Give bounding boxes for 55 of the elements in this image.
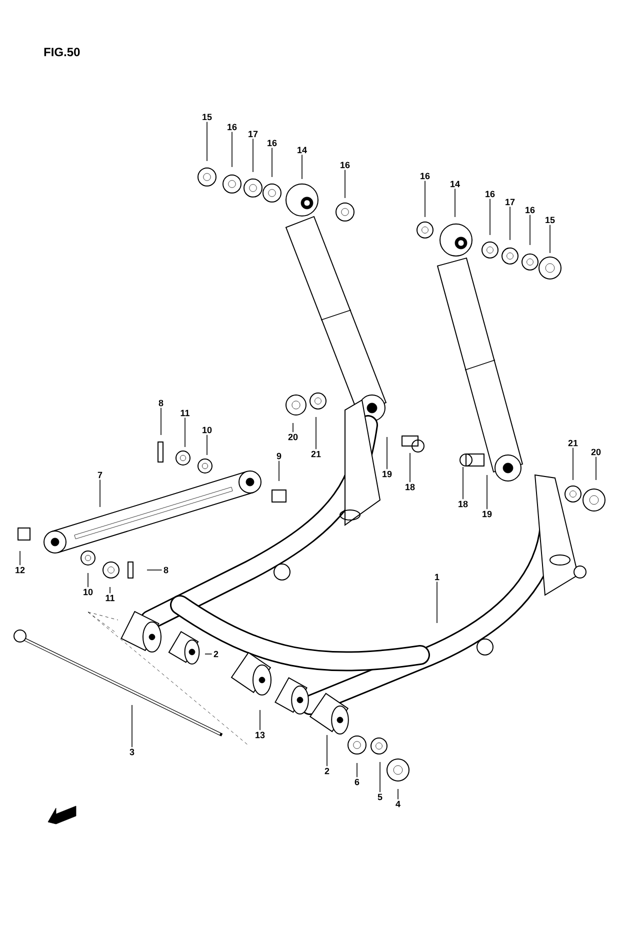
callout-number: 1 bbox=[435, 574, 440, 580]
leader-line bbox=[184, 417, 186, 448]
callout-number: 8 bbox=[164, 566, 168, 574]
leader-line bbox=[454, 188, 456, 218]
callout-number: 15 bbox=[202, 114, 212, 120]
callout-number: 12 bbox=[16, 566, 25, 574]
callout-number: 8 bbox=[158, 400, 164, 406]
callout-number: 20 bbox=[591, 448, 601, 456]
callout-number: 16 bbox=[486, 190, 495, 198]
callout-number: 17 bbox=[506, 198, 515, 206]
callout-number: 4 bbox=[396, 800, 400, 808]
callout-number: 10 bbox=[202, 426, 212, 434]
callout-number: 5 bbox=[378, 794, 382, 800]
leader-line bbox=[486, 474, 488, 510]
callout-number: 18 bbox=[458, 500, 468, 508]
callout-number: 21 bbox=[568, 440, 578, 446]
callout-number: 13 bbox=[256, 732, 265, 738]
callout-number: 21 bbox=[311, 450, 321, 458]
callout-number: 19 bbox=[382, 470, 392, 478]
leader-line bbox=[206, 121, 208, 162]
leader-line bbox=[424, 180, 426, 218]
callout-number: 16 bbox=[228, 124, 237, 130]
leader-line bbox=[252, 138, 254, 172]
leader-line bbox=[344, 170, 346, 198]
callout-number: 10 bbox=[84, 588, 93, 596]
leader-line bbox=[206, 434, 208, 456]
callout-number: 14 bbox=[298, 146, 307, 154]
callout-number: 16 bbox=[420, 172, 430, 180]
callout-number: 9 bbox=[276, 452, 282, 460]
callout-number: 16 bbox=[526, 206, 535, 214]
callout-number: 6 bbox=[354, 778, 360, 786]
callout-number: 11 bbox=[180, 410, 190, 416]
leader-line bbox=[278, 460, 280, 482]
leader-line bbox=[292, 422, 294, 433]
callout-number: 7 bbox=[98, 472, 102, 478]
callout-number: 3 bbox=[130, 748, 134, 756]
leader-line bbox=[160, 408, 162, 436]
callout-number: 11 bbox=[106, 594, 114, 602]
callout-number: 15 bbox=[546, 216, 555, 224]
callout-number: 17 bbox=[248, 130, 258, 138]
callout-number: 16 bbox=[268, 140, 277, 146]
leader-line bbox=[326, 734, 328, 767]
callout-number: 2 bbox=[324, 768, 330, 774]
leader-line bbox=[436, 581, 438, 624]
callout-number: 18 bbox=[406, 484, 415, 490]
callout-number: 2 bbox=[214, 650, 218, 658]
callout-number: 14 bbox=[450, 180, 460, 188]
leader-line bbox=[462, 466, 464, 500]
callout-number: 16 bbox=[340, 162, 350, 168]
callout-number: 20 bbox=[288, 434, 298, 440]
callout-number: 19 bbox=[482, 510, 492, 518]
leader-line bbox=[572, 447, 574, 480]
leader-line bbox=[386, 436, 388, 470]
figure-title: FIG.50 bbox=[44, 48, 80, 56]
leader-line bbox=[356, 762, 358, 778]
